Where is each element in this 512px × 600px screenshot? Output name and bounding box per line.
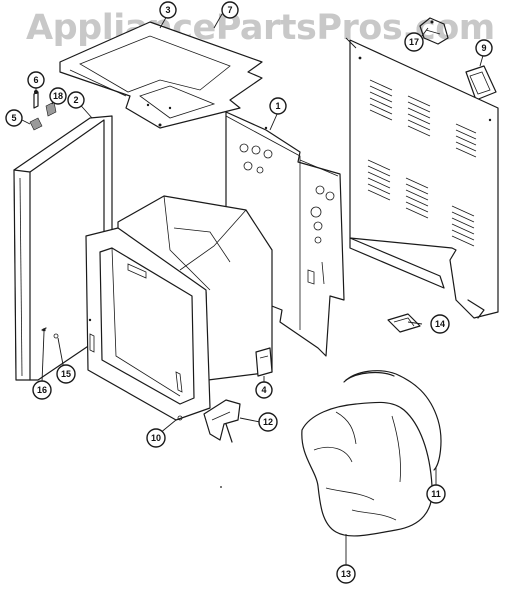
svg-text:1: 1 [275, 101, 280, 111]
svg-text:9: 9 [481, 43, 486, 53]
part-small-clips [29, 90, 57, 131]
svg-text:13: 13 [341, 569, 351, 579]
svg-text:18: 18 [53, 91, 63, 101]
part-clip-14 [387, 313, 421, 333]
svg-text:2: 2 [73, 95, 78, 105]
callout-11: 11 [426, 484, 446, 504]
part-screws [41, 327, 183, 421]
callout-15: 15 [56, 364, 76, 384]
callout-6: 6 [27, 71, 45, 89]
callout-17: 17 [404, 32, 424, 52]
callout-5: 5 [5, 109, 23, 127]
callout-16: 16 [32, 380, 52, 400]
callout-10: 10 [146, 428, 166, 448]
callout-12: 12 [258, 412, 278, 432]
callout-13: 13 [336, 564, 356, 584]
svg-text:5: 5 [11, 113, 16, 123]
part-top-cover [59, 21, 263, 129]
svg-text:15: 15 [61, 369, 71, 379]
part-back-panel [349, 39, 499, 319]
callout-9: 9 [475, 39, 493, 57]
svg-text:3: 3 [165, 5, 170, 15]
part-plate-9 [465, 65, 497, 101]
svg-text:6: 6 [33, 75, 38, 85]
svg-text:14: 14 [435, 319, 445, 329]
part-oven-cavity [85, 195, 273, 421]
callout-2: 2 [67, 91, 85, 109]
part-insulation-13 [301, 401, 433, 537]
callout-3: 3 [159, 1, 177, 19]
callouts: 3 7 2 6 18 5 1 [5, 1, 493, 584]
part-hinge-12 [203, 399, 241, 443]
svg-text:11: 11 [431, 489, 441, 499]
svg-text:7: 7 [227, 5, 232, 15]
svg-text:12: 12 [263, 417, 273, 427]
part-bracket-17 [419, 17, 449, 45]
callout-18: 18 [49, 87, 67, 105]
callout-14: 14 [430, 314, 450, 334]
svg-text:4: 4 [261, 385, 266, 395]
callout-4: 4 [255, 381, 273, 399]
svg-text:17: 17 [409, 37, 419, 47]
callout-1: 1 [269, 97, 287, 115]
part-bracket-4 [255, 347, 273, 377]
svg-text:10: 10 [151, 433, 161, 443]
callout-7: 7 [221, 1, 239, 19]
svg-text:16: 16 [37, 385, 47, 395]
part-gasket-11 [343, 370, 442, 471]
